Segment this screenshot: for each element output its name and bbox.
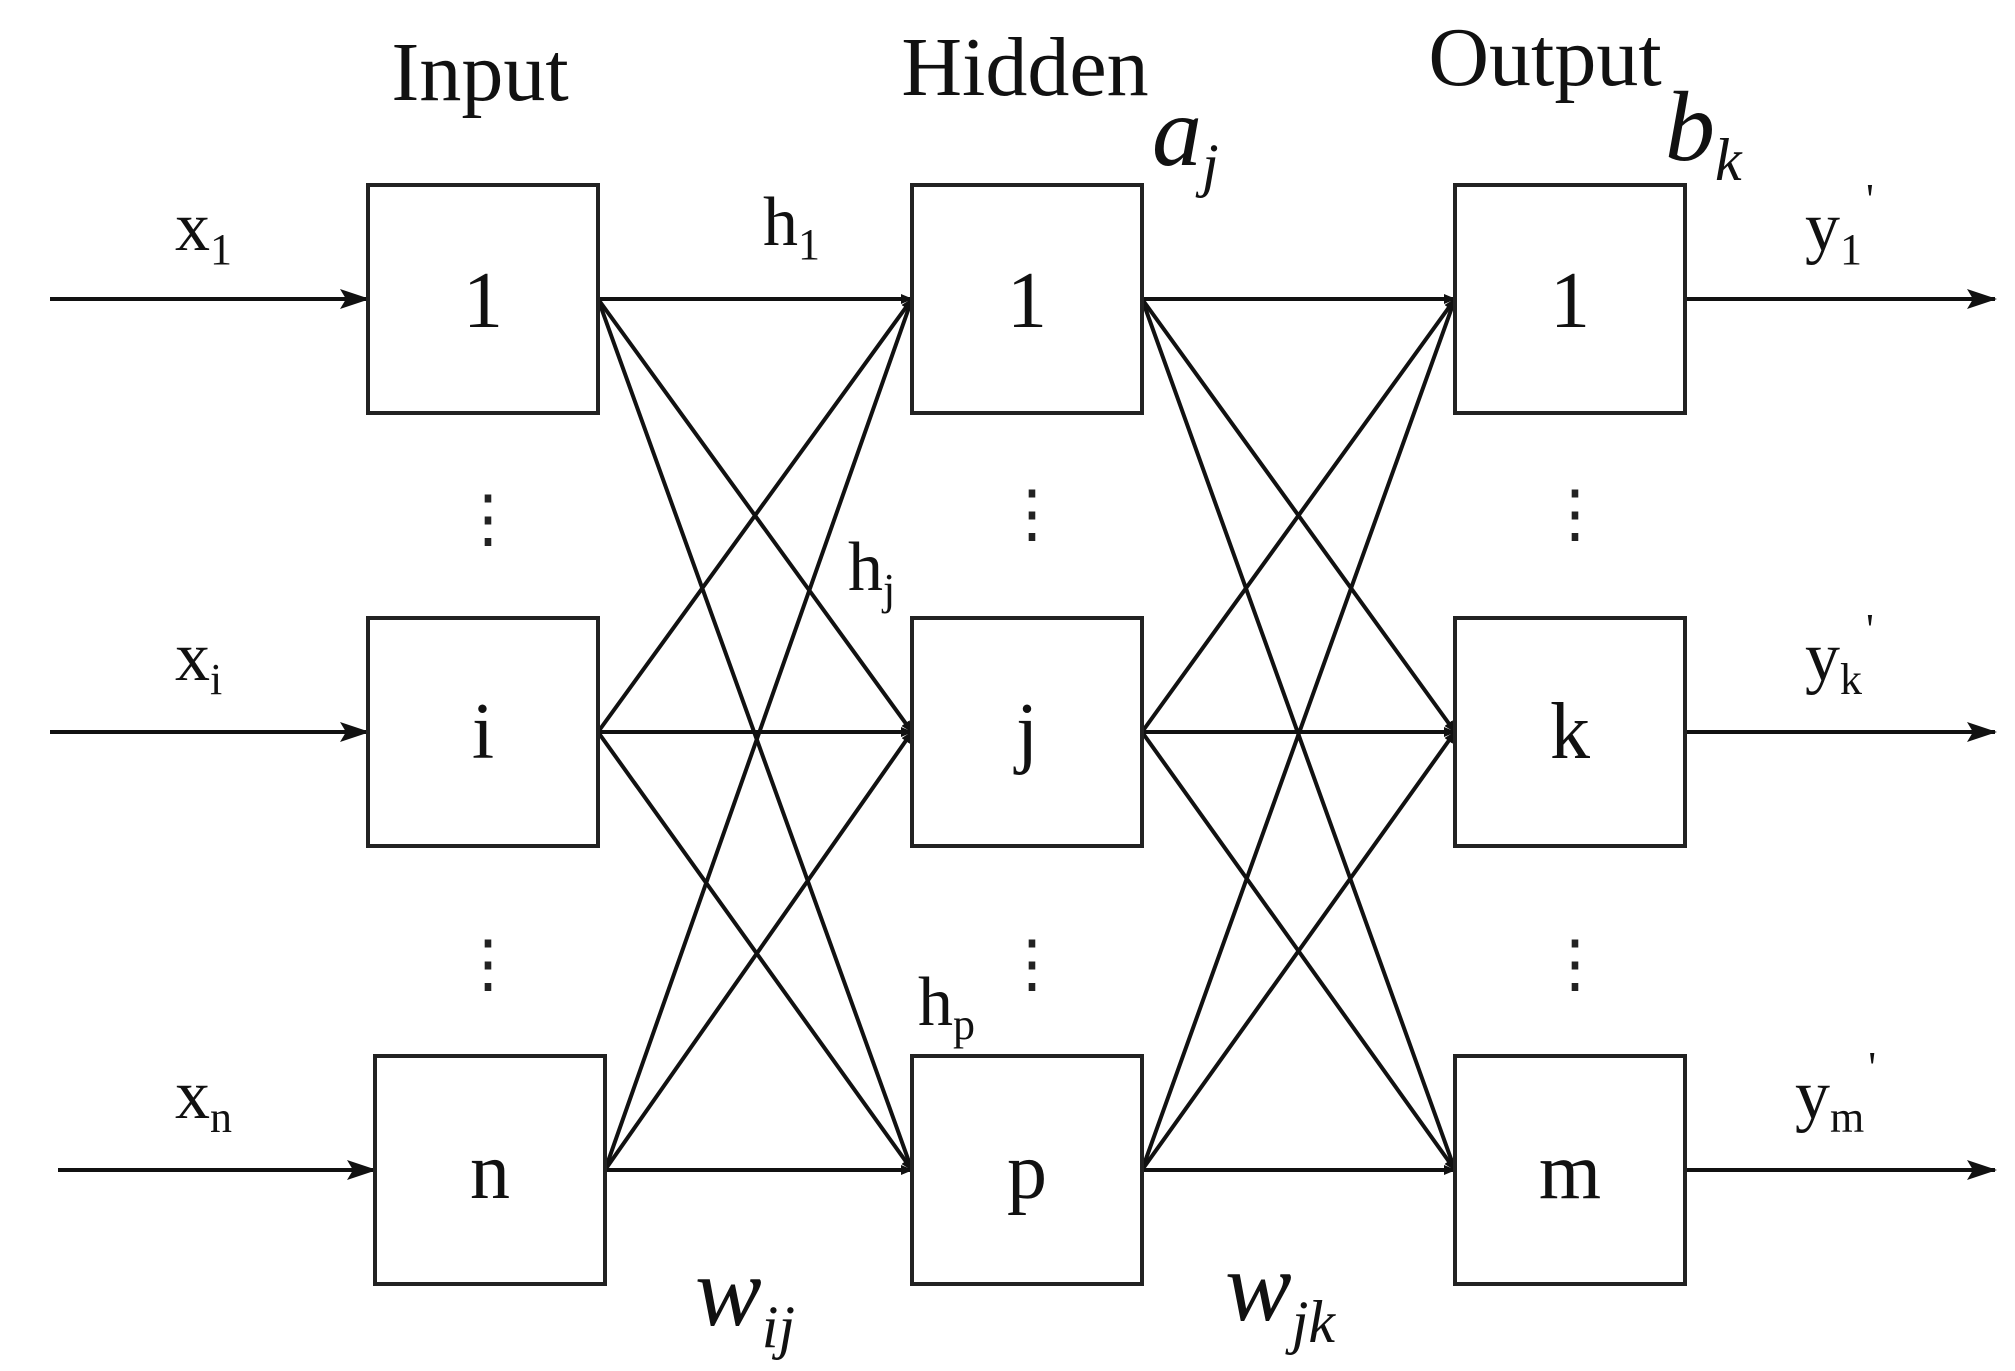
input-node-1-label: 1 [463, 257, 503, 345]
input-node-n-label: n [470, 1128, 510, 1216]
input-node-n: n [373, 1054, 607, 1286]
hidden-bias-aj: aj [1152, 76, 1219, 198]
output-node-1-label: 1 [1550, 257, 1590, 345]
edge-input-i-to-hidden-p [596, 730, 914, 1172]
hidden-signal-hp: hp [918, 964, 975, 1049]
input-label-xn: xn [175, 1057, 232, 1142]
weight-label-wij: wij [695, 1236, 795, 1360]
output-layer-title: Output [1428, 11, 1661, 104]
hidden-signal-hj: hj [848, 529, 895, 614]
output-label-ym: ym' [1795, 1043, 1876, 1142]
input-ellipsis-upper: ⋮ [456, 483, 520, 554]
output-bias-bk: bk [1665, 71, 1743, 193]
input-ellipsis-lower: ⋮ [456, 928, 520, 999]
output-ellipsis-upper: ⋮ [1543, 478, 1607, 549]
output-node-m-label: m [1539, 1128, 1601, 1216]
output-node-m: m [1453, 1054, 1687, 1286]
input-layer-title: Input [391, 26, 568, 119]
hidden-node-1-label: 1 [1007, 257, 1047, 345]
hidden-layer-title: Hidden [901, 21, 1148, 114]
hidden-node-1: 1 [910, 183, 1144, 415]
weight-label-wjk: wjk [1225, 1231, 1336, 1355]
edge-hidden-p-to-output-1 [1140, 298, 1457, 1171]
input-node-i-label: i [472, 688, 494, 776]
output-node-k-label: k [1550, 688, 1590, 776]
input-node-i: i [366, 616, 600, 848]
edge-hidden-p-to-output-k [1140, 730, 1457, 1172]
edge-input-n-to-hidden-1 [603, 298, 914, 1171]
edge-input-n-to-hidden-j [603, 730, 914, 1172]
output-node-k: k [1453, 616, 1687, 848]
output-node-1: 1 [1453, 183, 1687, 415]
connections [50, 289, 1997, 1180]
input-label-x1: x1 [175, 189, 232, 274]
hidden-node-p-label: p [1007, 1128, 1047, 1216]
hidden-ellipsis-lower: ⋮ [1000, 928, 1064, 999]
edge-input-i-to-hidden-1 [596, 297, 914, 734]
hidden-node-j: j [910, 616, 1144, 848]
output-label-yk: yk' [1805, 605, 1874, 704]
hidden-node-j-label: j [1013, 688, 1038, 776]
input-label-xi: xi [175, 619, 222, 704]
hidden-node-p: p [910, 1054, 1144, 1286]
hidden-signal-h1: h1 [763, 184, 820, 269]
output-ellipsis-lower: ⋮ [1543, 928, 1607, 999]
edge-hidden-j-to-output-1 [1140, 297, 1457, 734]
edge-input-1-to-hidden-p [596, 298, 914, 1171]
input-node-1: 1 [366, 183, 600, 415]
hidden-ellipsis-upper: ⋮ [1000, 478, 1064, 549]
output-label-y1: y1' [1805, 175, 1874, 274]
